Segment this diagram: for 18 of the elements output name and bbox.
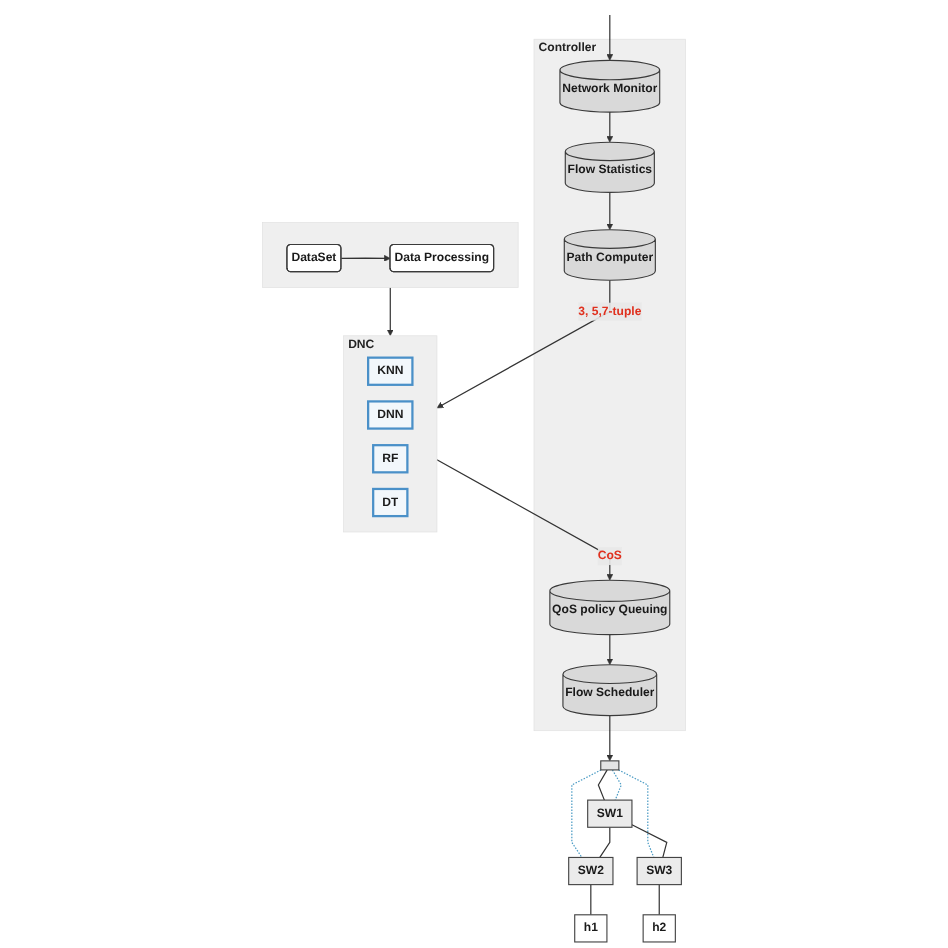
arrow	[340, 255, 391, 262]
connector	[590, 884, 592, 916]
arrow	[606, 715, 614, 762]
connector	[597, 769, 608, 801]
arrow	[606, 633, 614, 666]
connector	[617, 769, 655, 859]
connector	[658, 884, 660, 916]
connector	[599, 826, 611, 859]
arrow	[606, 14, 614, 61]
node-box	[600, 760, 620, 771]
arrow	[606, 111, 614, 143]
arrow	[436, 459, 614, 581]
cluster	[262, 222, 519, 288]
connector	[611, 769, 622, 801]
arrow	[386, 286, 394, 337]
connector	[571, 769, 602, 859]
connector	[631, 824, 668, 859]
arrow	[606, 191, 614, 231]
